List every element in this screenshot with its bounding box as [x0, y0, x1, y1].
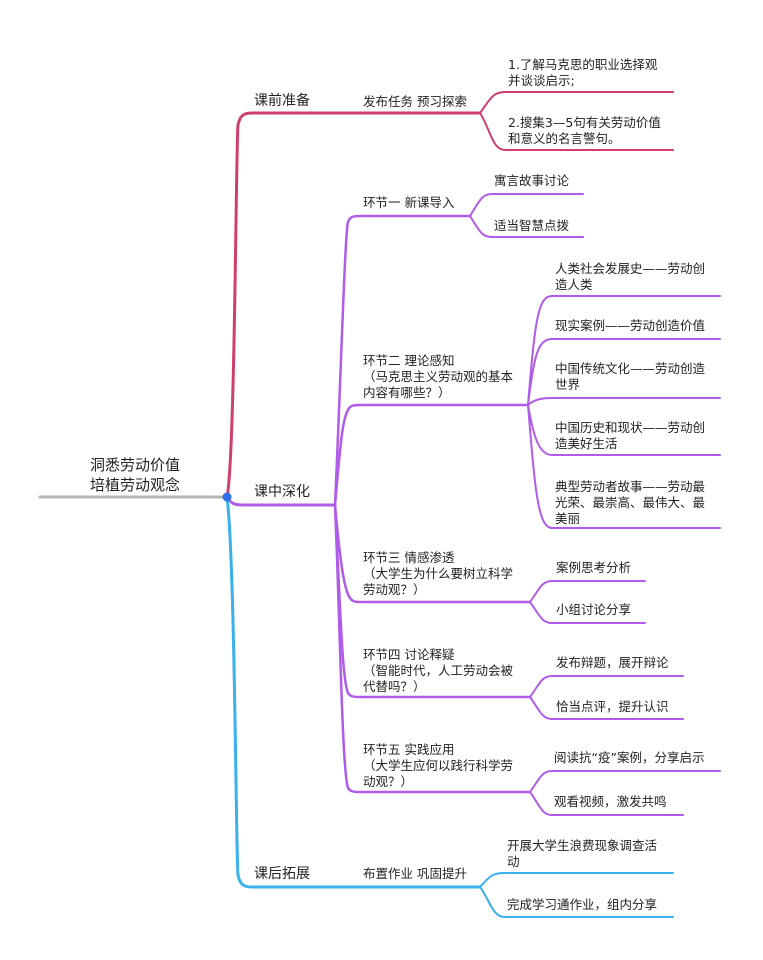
stage-2-leaf-5[interactable]: 典型劳动者故事——劳动最光荣、最崇高、最伟大、最美丽: [555, 479, 706, 526]
root-node-dot: [222, 492, 232, 502]
branch-pre-class[interactable]: 课前准备: [254, 93, 310, 109]
stage-4-leaf-2[interactable]: 恰当点评，提升认识: [556, 699, 669, 714]
pre-leaf-1[interactable]: 1.了解马克思的职业选择观并谈谈启示;: [508, 57, 658, 88]
root-topic[interactable]: 洞悉劳动价值 培植劳动观念: [60, 455, 210, 495]
stage-2[interactable]: 环节二 理论感知 （马克思主义劳动观的基本内容有哪些？）: [363, 353, 525, 401]
stage-title: 环节四 讨论释疑: [363, 647, 455, 662]
stage-3[interactable]: 环节三 情感渗透 （大学生为什么要树立科学劳动观？）: [363, 550, 525, 598]
branch-in-class[interactable]: 课中深化: [254, 484, 310, 500]
stage-title: 环节五 实践应用: [363, 742, 455, 757]
post-task[interactable]: 布置作业 巩固提升: [363, 866, 467, 881]
stage-5-leaf-2[interactable]: 观看视频，激发共鸣: [554, 794, 667, 809]
stage-5-leaf-1[interactable]: 阅读抗“疫”案例，分享启示: [554, 750, 705, 765]
stage-1[interactable]: 环节一 新课导入: [363, 195, 454, 211]
stage-2-leaf-4[interactable]: 中国历史和现状——劳动创造美好生活: [555, 420, 706, 451]
stage-2-leaf-1[interactable]: 人类社会发展史——劳动创造人类: [555, 261, 706, 292]
stage-4[interactable]: 环节四 讨论释疑 （智能时代，人工劳动会被代替吗？）: [363, 647, 525, 695]
root-line-1: 洞悉劳动价值: [89, 456, 180, 474]
stage-2-leaf-2[interactable]: 现实案例——劳动创造价值: [555, 318, 706, 333]
pre-branch-lines: [225, 91, 674, 499]
root-line-2: 培植劳动观念: [89, 476, 180, 494]
stage-title: 环节三 情感渗透: [363, 550, 455, 565]
stage-question: （智能时代，人工劳动会被代替吗？）: [363, 663, 514, 694]
stage-question: （大学生应何以践行科学劳动观？）: [363, 758, 514, 789]
post-leaf-1[interactable]: 开展大学生浪费现象调查活动: [507, 838, 658, 869]
stage-3-leaf-1[interactable]: 案例思考分析: [556, 560, 632, 575]
stage-question: （马克思主义劳动观的基本内容有哪些？）: [363, 369, 514, 400]
stage-title: 环节一 新课导入: [363, 195, 455, 210]
stage-1-leaf-1[interactable]: 寓言故事讨论: [494, 173, 570, 188]
stage-2-leaf-3[interactable]: 中国传统文化——劳动创造世界: [555, 361, 706, 392]
pre-leaf-2[interactable]: 2.搜集3—5句有关劳动价值和意义的名言警句。: [508, 115, 661, 146]
in-branch-lines: [225, 193, 721, 816]
branch-post-class[interactable]: 课后拓展: [254, 866, 310, 882]
stage-5[interactable]: 环节五 实践应用 （大学生应何以践行科学劳动观？）: [363, 742, 525, 790]
stage-1-leaf-2[interactable]: 适当智慧点拨: [494, 218, 570, 233]
stage-title: 环节二 理论感知: [363, 353, 455, 368]
stage-question: （大学生为什么要树立科学劳动观？）: [363, 566, 514, 597]
post-leaf-2[interactable]: 完成学习通作业，组内分享: [507, 897, 658, 912]
pre-task[interactable]: 发布任务 预习探索: [363, 94, 467, 109]
stage-4-leaf-1[interactable]: 发布辩题，展开辩论: [556, 655, 669, 670]
post-branch-lines: [225, 495, 674, 918]
stage-3-leaf-2[interactable]: 小组讨论分享: [556, 602, 632, 617]
